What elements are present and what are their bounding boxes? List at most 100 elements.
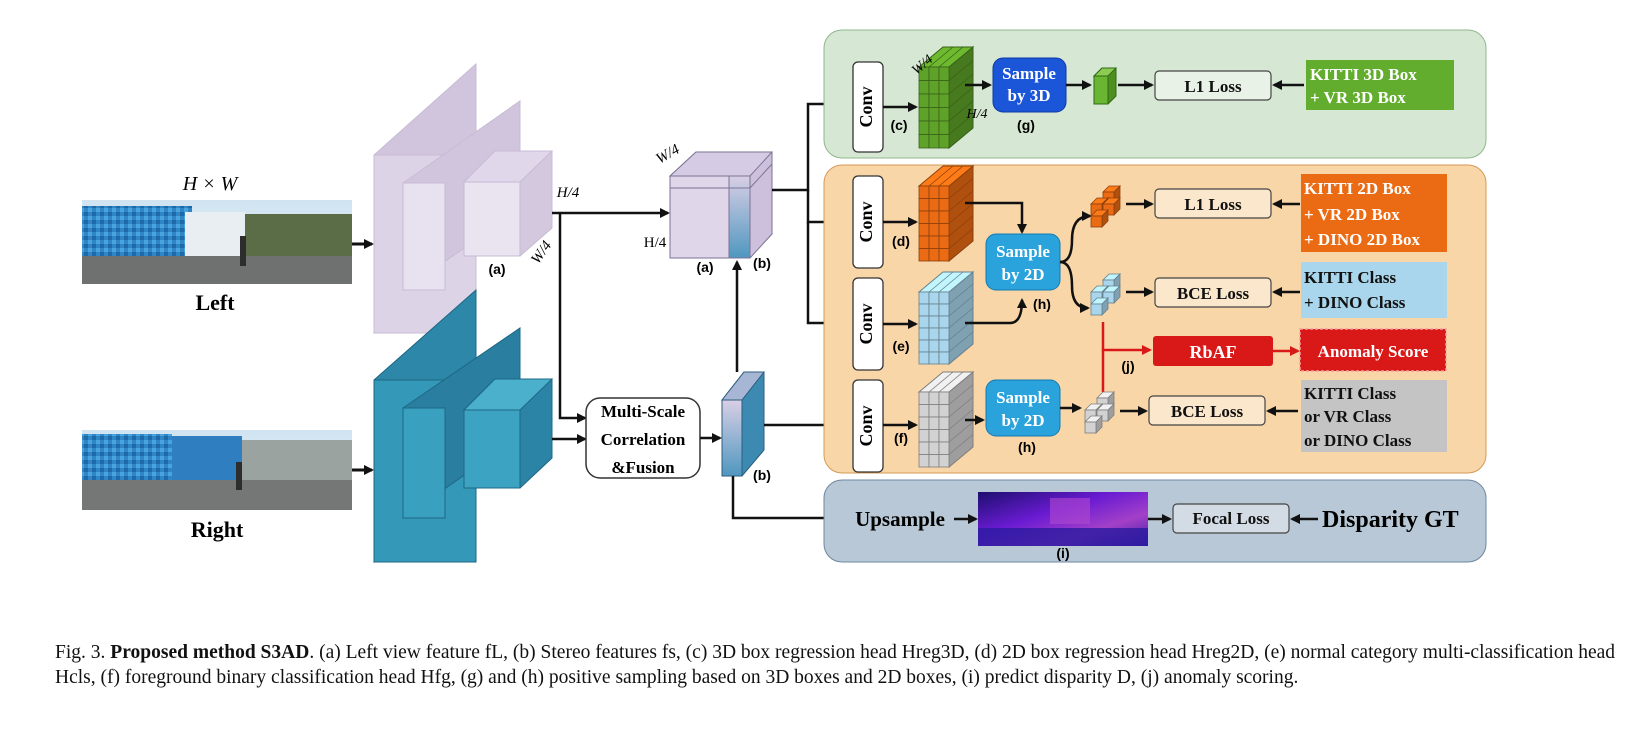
grid-cell [928,429,940,443]
grid-cell [938,134,950,149]
grid-cell [918,93,930,108]
grid-cell [938,391,950,405]
grid-top-line [938,371,964,393]
conv-f-tag: (f) [894,430,908,446]
grid-cell [938,429,950,443]
cluster-cell [1102,203,1115,216]
grid-cell [938,210,950,224]
focal-loss-box [1172,503,1290,534]
grid-cell [918,351,930,365]
sample-2d-b-h: (h) [1018,439,1036,455]
grid-cell [938,404,950,418]
cube-w4: W/4 [654,141,683,167]
grid-cell [928,291,940,305]
right-image [82,430,352,510]
conv-f-label: Conv [856,405,876,446]
grid-cell [938,120,950,135]
conv-d-tag: (d) [892,233,910,249]
grid-side-line [948,331,974,353]
fg-gt-l3: or DINO Class [1304,431,1412,450]
grid-cell [938,351,950,365]
grid-cell [918,327,930,341]
grid-side-line [948,215,974,237]
grid-cell [928,404,940,418]
fusion-line3: &Fusion [611,458,675,477]
grid-cell [928,223,940,237]
left-to-fusion-arrow [558,213,587,423]
grid-cell [938,198,950,212]
grid-cell [918,210,930,224]
grid-cell [918,429,930,443]
grid-cell [938,185,950,199]
grid-cell [918,391,930,405]
feature-grid-e [917,270,975,366]
fg-gt-l2: or VR Class [1304,407,1392,426]
grid-side-line [948,307,974,329]
sample-2d-a-l1: Sample [996,242,1050,261]
feature-grid-f [917,370,975,469]
caption-title: Proposed method S3AD [110,642,310,663]
sample-2d-b-l1: Sample [996,388,1050,407]
rbaf-j: (j) [1121,358,1134,374]
grid-side-line [948,87,974,108]
grid-cell [928,235,940,249]
grid-cell [938,339,950,353]
grid-top-line [938,46,964,68]
disparity-map [978,492,1148,546]
grid-cell [918,303,930,317]
grid-cell [928,107,940,122]
s3ad-architecture-diagram: H × W Left Right H/4 W/4 (a) [82,29,1487,564]
cluster-cell [1096,409,1109,422]
grid-top-line [928,46,954,68]
input-size-label: H × W [182,173,240,195]
class-gt-l1: KITTI Class [1304,268,1396,287]
sample-3d-l1: Sample [1002,64,1056,83]
backbone-a: (a) [488,261,505,277]
left-image [82,200,352,284]
grid-cell [928,351,940,365]
gt-3d-l2: + VR 3D Box [1310,88,1406,107]
grid-cell [928,391,940,405]
grid-side-line [948,409,974,430]
grid-cell [918,441,930,455]
grid-e-to-sample-arrow [965,298,1027,325]
sample-2d-a-h: (h) [1033,296,1051,312]
grid-cell [938,93,950,108]
focal-loss-label: Focal Loss [1193,509,1270,528]
class-gt-box [1301,262,1447,318]
grid-cell [928,303,940,317]
left-label: Left [195,290,235,315]
grid-cell [928,120,940,135]
grid-cell [928,454,940,468]
grid-side-line [948,228,974,249]
grid-cell [928,185,940,199]
grid-cell [938,327,950,341]
grid-side-line [948,100,974,122]
grid-cell [928,248,940,262]
grid-cell [928,198,940,212]
cube-b: (b) [753,255,771,271]
grid-cell [918,404,930,418]
class-gt-l2: + DINO Class [1304,293,1406,312]
grid-cell [928,66,940,81]
grid-cell [928,339,940,353]
grid-side-line [948,434,974,455]
feature-cube [668,151,774,259]
cluster-cell [1084,421,1097,434]
l1-loss-2d-label: L1 Loss [1184,195,1242,214]
grid-cell [918,248,930,262]
grid-cell [928,315,940,329]
conv-e-tag: (e) [892,338,909,354]
grid-cell [928,134,940,149]
upsample-label: Upsample [855,507,945,531]
caption-text: . (a) Left view feature fL, (b) Stereo f… [55,642,1616,688]
disparity-i: (i) [1056,545,1069,561]
sampled-fg-feature [1084,391,1115,434]
grid-cell [938,248,950,262]
sampled-class-feature [1090,273,1121,316]
fusion-line2: Correlation [601,430,686,449]
grid-cell [918,107,930,122]
bce-loss-1-box [1154,277,1272,308]
grid-d-to-sample-arrow [965,201,1027,234]
backbone-h4: H/4 [556,185,580,201]
